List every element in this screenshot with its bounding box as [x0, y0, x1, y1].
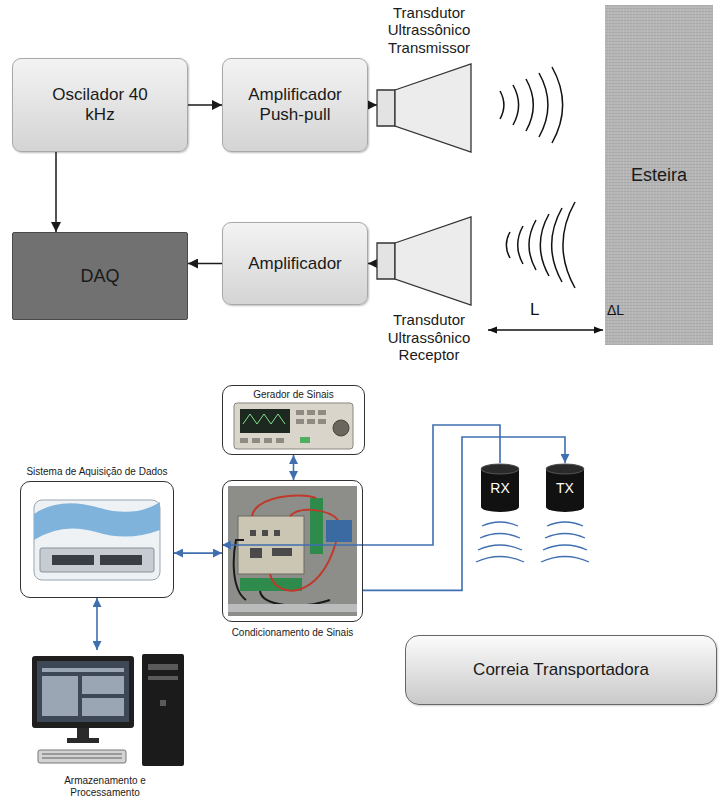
connector-arrow: [368, 263, 377, 265]
monitor-stand: [67, 728, 99, 743]
dimension-label: ΔL: [607, 302, 624, 318]
node-label: Amplificador Push-pull: [230, 85, 360, 124]
connector-arrow: [363, 437, 565, 590]
node-label: Amplificador: [248, 254, 342, 274]
node-label: Gerador de Sinais: [253, 389, 334, 401]
rx-transducer: RX: [480, 463, 520, 513]
amplifier-box: Amplificador Push-pull: [222, 58, 368, 152]
node-label: Condicionamento de Sinais: [232, 627, 354, 639]
transducer-cone: [395, 64, 471, 152]
connector-arrow: [368, 104, 377, 106]
amplifier-board: [326, 520, 352, 542]
tx-transducer: TX: [545, 463, 585, 513]
monitor-screen: [37, 661, 129, 722]
transducer-symbol: [377, 62, 479, 154]
transducer-symbol: [377, 215, 479, 307]
cylinder-body: [546, 464, 584, 512]
conditioning-panel: Condicionamento de Sinais: [222, 480, 363, 640]
node-label: Correia Transportadora: [473, 660, 649, 680]
acquisition-panel: Sistema de Aquisição de Dados: [20, 466, 174, 598]
node-label: RX: [490, 480, 509, 496]
node-label: Armazenamento e Processamento: [60, 775, 150, 798]
keyboard-keys: [42, 753, 122, 759]
distance-arrow: [488, 329, 603, 330]
daq-connector: [100, 555, 142, 565]
daq-front-panel: [40, 548, 154, 572]
transducer-body: [377, 90, 395, 126]
node-label: Sistema de Aquisição de Dados: [26, 466, 167, 478]
panel-frame: [20, 481, 174, 598]
cylinder-top: [546, 464, 584, 474]
connector-arrow: [55, 152, 57, 232]
screen-content: [42, 668, 124, 716]
generator-buttons: [240, 410, 326, 443]
keyboard: [38, 750, 126, 763]
terminal-block: [240, 578, 302, 591]
connector-arrow: [222, 425, 500, 545]
node-label: Transdutor Ultrassônico Receptor: [381, 311, 477, 363]
transmit-waves: [500, 67, 563, 143]
daq-blue-cover: [34, 502, 160, 540]
dimension-label: L: [530, 300, 539, 320]
transducer-cone: [395, 217, 471, 305]
computer-station: Armazenamento e Processamento: [20, 650, 190, 802]
node-label: TX: [556, 480, 574, 496]
connector-arrow: [174, 552, 222, 554]
cylinder-top: [481, 464, 519, 474]
conditioning-photo: [228, 486, 357, 616]
connector-arrow: [188, 104, 222, 106]
daq-box: DAQ: [12, 232, 188, 320]
signal-wires: [252, 495, 338, 590]
tower-case: [142, 654, 184, 766]
components: [250, 530, 292, 558]
transducer-body: [377, 243, 395, 279]
generator-trace: [243, 414, 285, 424]
conveyor-belt-band: Esteira: [605, 5, 713, 345]
tx-waves: [541, 522, 589, 562]
mounting-rail: [228, 604, 357, 612]
node-label: Esteira: [631, 165, 687, 186]
receiver-transducer: Transdutor Ultrassônico Receptor: [377, 215, 481, 365]
daq-connector: [52, 555, 94, 565]
oscillator-box: Oscilador 40 kHz: [12, 58, 188, 152]
receive-waves: [506, 202, 575, 288]
connector-arrow: [96, 598, 98, 650]
conveyor-belt-box: Correia Transportadora: [405, 635, 717, 705]
connector-arrow: [293, 455, 295, 480]
transmitter-transducer: Transdutor Ultrassônico Transmissor: [377, 2, 481, 154]
generator-knob: [333, 420, 349, 436]
signal-generator-panel: Gerador de Sinais: [222, 385, 365, 455]
monitor-frame: [32, 656, 134, 728]
generator-body: [234, 403, 353, 449]
generator-screen: [240, 409, 290, 433]
daq-body: [34, 500, 160, 580]
connector-arrow: [188, 263, 222, 265]
cylinder-body: [481, 464, 519, 512]
panel-frame: [222, 480, 363, 622]
rx-waves: [476, 522, 524, 562]
node-label: DAQ: [80, 266, 119, 287]
node-label: Oscilador 40 kHz: [50, 85, 150, 124]
tower-details: [148, 664, 178, 706]
node-label: Transdutor Ultrassônico Transmissor: [381, 4, 477, 56]
amplifier-box: Amplificador: [222, 222, 368, 305]
generator-key: [300, 437, 310, 443]
